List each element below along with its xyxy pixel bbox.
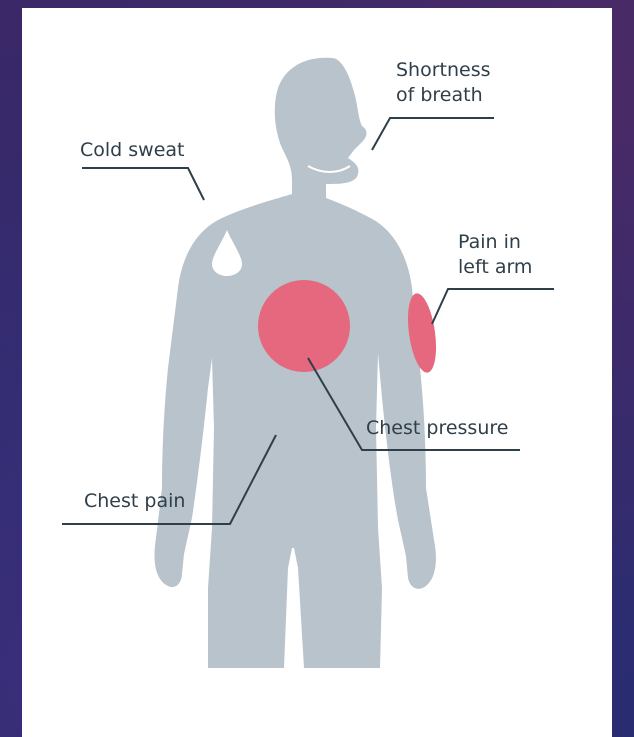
shortness-of-breath-label: Shortness of breath	[396, 58, 491, 108]
chest-pressure-label: Chest pressure	[366, 416, 508, 441]
pain-in-left-arm-label: Pain in left arm	[458, 230, 532, 280]
cold-sweat-leader	[82, 168, 204, 200]
pain-in-left-arm-leader	[432, 289, 554, 324]
shortness-of-breath-leader	[372, 118, 494, 150]
symptom-diagram-card: Shortness of breath Cold sweat Pain in l…	[22, 8, 612, 737]
cold-sweat-label: Cold sweat	[80, 138, 185, 163]
chest-pressure-area	[258, 280, 350, 372]
chest-pain-label: Chest pain	[84, 489, 185, 514]
body-figure	[22, 8, 612, 737]
